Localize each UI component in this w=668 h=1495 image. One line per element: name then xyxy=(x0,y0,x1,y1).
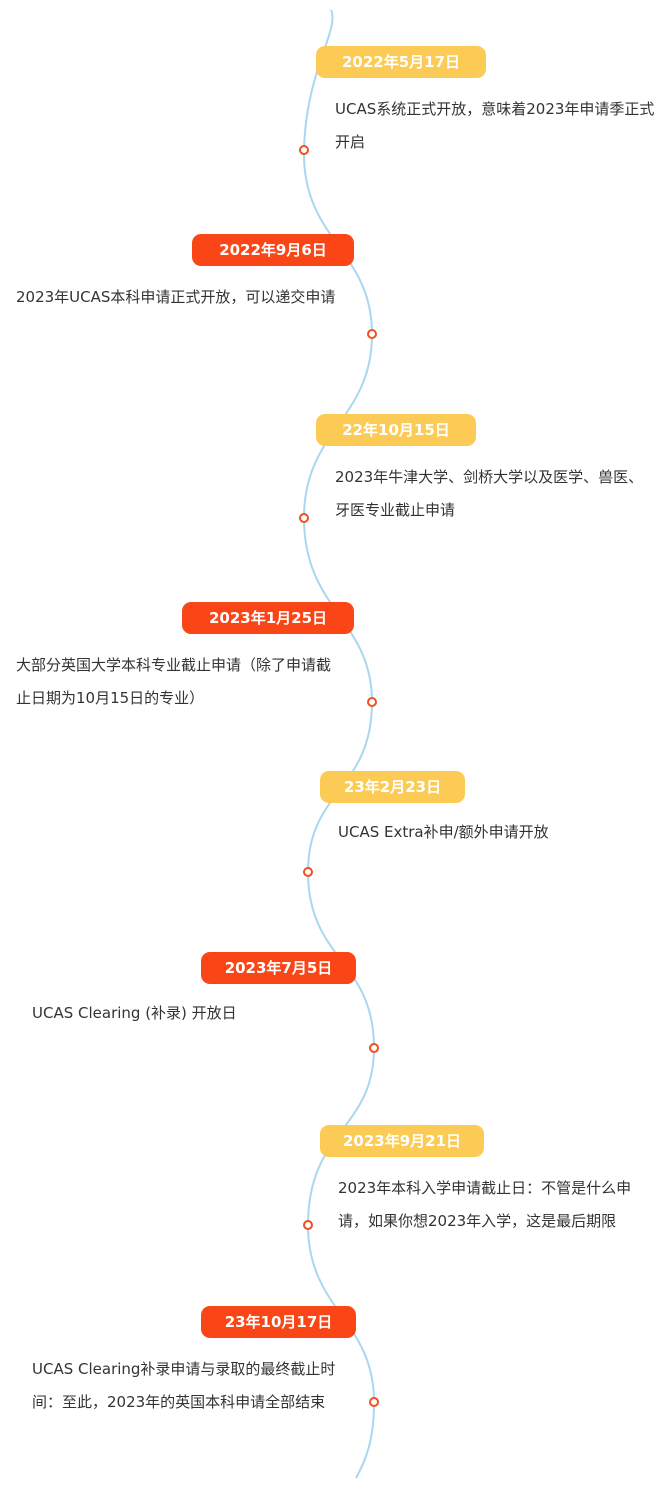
event-description-5: UCAS Extra补申/额外申请开放 xyxy=(338,823,549,841)
event-badge-6: 2023年7月5日 xyxy=(201,952,356,984)
event-description-7: 2023年本科入学申请截止日：不管是什么申请，如果你想2023年入学，这是最后期… xyxy=(338,1179,632,1230)
event-description-3: 2023年牛津大学、剑桥大学以及医学、兽医、牙医专业截止申请 xyxy=(335,468,644,519)
timeline-marker-7 xyxy=(303,1220,313,1230)
event-description-6: UCAS Clearing (补录) 开放日 xyxy=(32,1004,237,1022)
event-description-1: UCAS系统正式开放，意味着2023年申请季正式开启 xyxy=(335,100,655,151)
timeline-marker-3 xyxy=(299,513,309,523)
event-badge-8: 23年10月17日 xyxy=(201,1306,356,1338)
event-badge-7: 2023年9月21日 xyxy=(320,1125,484,1157)
event-description-8: UCAS Clearing补录申请与录取的最终截止时间：至此，2023年的英国本… xyxy=(32,1360,336,1411)
timeline-marker-8 xyxy=(369,1397,379,1407)
timeline-marker-1 xyxy=(299,145,309,155)
event-description-2: 2023年UCAS本科申请正式开放，可以递交申请 xyxy=(16,288,336,306)
timeline-line xyxy=(302,9,376,1479)
event-badge-1: 2022年5月17日 xyxy=(316,46,486,78)
timeline-marker-4 xyxy=(367,697,377,707)
event-badge-2: 2022年9月6日 xyxy=(192,234,354,266)
event-description-4: 大部分英国大学本科专业截止申请（除了申请截止日期为10月15日的专业） xyxy=(16,656,332,707)
event-badge-4: 2023年1月25日 xyxy=(182,602,354,634)
timeline-marker-5 xyxy=(303,867,313,877)
event-badge-3: 22年10月15日 xyxy=(316,414,476,446)
timeline-marker-2 xyxy=(367,329,377,339)
timeline-marker-6 xyxy=(369,1043,379,1053)
event-badge-5: 23年2月23日 xyxy=(320,771,465,803)
